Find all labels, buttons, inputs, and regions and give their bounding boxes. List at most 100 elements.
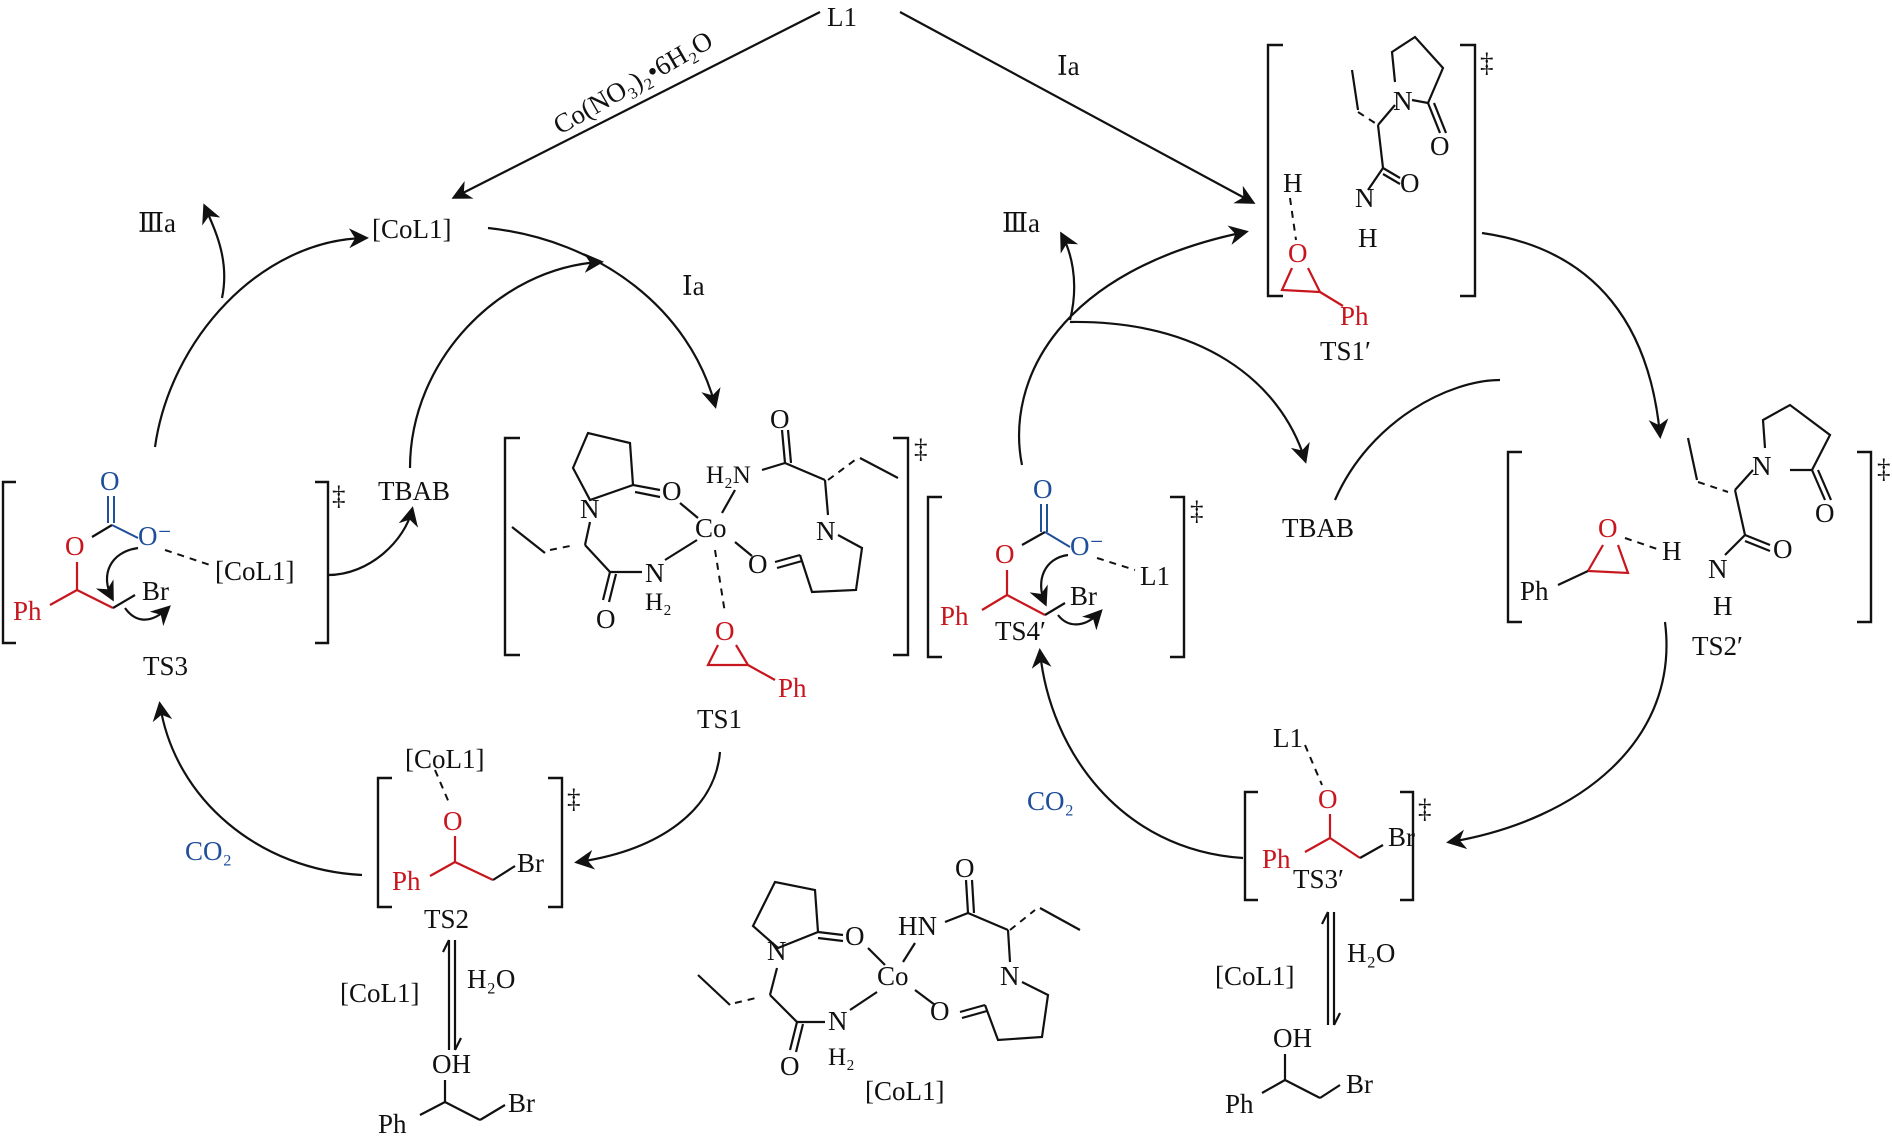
svg-text:O: O: [1430, 131, 1450, 161]
svg-text:L1: L1: [1140, 561, 1170, 591]
substrate-Ia-left: Ⅰa: [682, 271, 705, 301]
svg-text:‡: ‡: [1877, 454, 1891, 484]
svg-text:O: O: [1773, 534, 1793, 564]
svg-text:H₂: H₂: [645, 589, 672, 616]
bromohydrin-left: OH Ph Br: [378, 1049, 535, 1138]
complex-cobalt: Co: [877, 961, 909, 991]
svg-text:Ph: Ph: [1340, 301, 1369, 331]
svg-text:O: O: [100, 466, 120, 496]
svg-text:O: O: [443, 806, 463, 836]
side-reagent-CoL1-left: [CoL1]: [340, 978, 419, 1008]
svg-text:O: O: [65, 531, 85, 561]
svg-text:[CoL1]: [CoL1]: [405, 744, 484, 774]
svg-text:Ph: Ph: [13, 596, 42, 626]
svg-text:H₂N: H₂N: [706, 462, 751, 489]
svg-text:O⁻: O⁻: [138, 521, 172, 551]
svg-text:N: N: [580, 494, 600, 524]
svg-text:H: H: [1662, 536, 1682, 566]
arrow-L1-to-TS1p: [899, 11, 1256, 204]
ts2-label: TS2: [424, 904, 469, 934]
ts3-label: TS3: [143, 651, 188, 681]
svg-text:H: H: [1358, 223, 1378, 253]
arrow-TBAB-right-return: [1333, 378, 1501, 501]
svg-text:O: O: [1598, 513, 1618, 543]
arrow-TS2-to-TS3: [152, 701, 363, 877]
ts3p-structure: L1 ‡ O Ph Br TS3′: [1243, 723, 1432, 902]
svg-text:H: H: [1283, 168, 1303, 198]
svg-text:HN: HN: [898, 911, 937, 941]
arrow-TS1-to-TS2: [574, 751, 722, 870]
svg-text:Ph: Ph: [1520, 576, 1549, 606]
svg-text:N: N: [1355, 183, 1375, 213]
side-reagent-CoL1-right: [CoL1]: [1215, 961, 1294, 991]
svg-text:N: N: [816, 516, 836, 546]
arrow-L1-to-CoL1: [451, 11, 821, 199]
complex-label: [CoL1]: [865, 1076, 944, 1106]
arrow-TBAB-to-CoL1: [408, 253, 604, 469]
ts1-epoxide-Ph: Ph: [778, 673, 807, 703]
svg-text:‡: ‡: [1480, 48, 1494, 78]
svg-text:‡: ‡: [567, 784, 581, 814]
arrow-TS1p-to-TS2p: [1481, 231, 1669, 439]
svg-text:H₂: H₂: [828, 1044, 855, 1071]
svg-text:N: N: [767, 936, 787, 966]
ts2p-structure: ‡ N O O N H H O Ph TS2′: [1506, 403, 1891, 661]
svg-text:O: O: [662, 476, 682, 506]
arrow-TS3p-to-TS4p: [1031, 648, 1244, 860]
svg-text:Br: Br: [1346, 1069, 1373, 1099]
svg-text:O: O: [748, 549, 768, 579]
svg-text:H: H: [1713, 591, 1733, 621]
svg-text:‡: ‡: [1190, 496, 1204, 526]
svg-text:N: N: [645, 558, 665, 588]
svg-text:Br: Br: [1070, 581, 1097, 611]
svg-text:O: O: [1815, 498, 1835, 528]
co2-left: CO₂: [185, 836, 232, 866]
product-IIIa-right: Ⅲa: [1002, 208, 1040, 238]
arrow-TS2p-to-TS3p: [1446, 621, 1668, 850]
svg-text:O: O: [995, 539, 1015, 569]
ts2-structure: [CoL1] ‡ O Ph Br TS2: [376, 744, 581, 934]
ts1-cobalt: Co: [695, 513, 727, 543]
ts2p-label: TS2′: [1692, 631, 1743, 661]
svg-text:O: O: [1318, 784, 1338, 814]
svg-text:Ph: Ph: [1225, 1089, 1254, 1119]
ts1p-epoxide-O: O: [1288, 238, 1308, 268]
arrow-to-IIIa-right: [1060, 231, 1079, 321]
svg-text:Ph: Ph: [378, 1109, 407, 1138]
svg-text:N: N: [828, 1006, 848, 1036]
ts4p-structure: ‡ O O⁻ O Ph Br L1 TS4′: [926, 474, 1204, 659]
dagger: ‡: [914, 434, 928, 464]
ts1p-label: TS1′: [1320, 336, 1371, 366]
svg-text:Br: Br: [1388, 822, 1415, 852]
svg-text:Ph: Ph: [1262, 844, 1291, 874]
svg-text:Ph: Ph: [940, 601, 969, 631]
svg-text:O⁻: O⁻: [1070, 531, 1104, 561]
ts1-structure: ‡ N O Co O N H₂ H₂N O N O O: [503, 404, 928, 734]
arrow-TS4p-to-TS1p: [1018, 225, 1249, 466]
cobalt-nitrate-reagent: Co(NO₃)₂•6H₂O: [548, 25, 718, 140]
bromohydrin-right: OH Ph Br: [1225, 1023, 1373, 1119]
svg-text:OH: OH: [432, 1049, 471, 1079]
svg-text:O: O: [770, 404, 790, 434]
svg-text:Br: Br: [142, 576, 169, 606]
ts1-label: TS1: [697, 704, 742, 734]
svg-text:O: O: [930, 996, 950, 1026]
svg-text:O: O: [780, 1051, 800, 1081]
svg-text:Br: Br: [508, 1088, 535, 1118]
svg-text:Br: Br: [517, 848, 544, 878]
svg-text:O: O: [845, 921, 865, 951]
cocatalyst-TBAB-right: TBAB: [1282, 513, 1354, 543]
svg-text:‡: ‡: [1418, 794, 1432, 824]
svg-text:‡: ‡: [332, 481, 346, 511]
svg-text:OH: OH: [1273, 1023, 1312, 1053]
side-reagent-H2O-left: H₂O: [467, 964, 515, 994]
svg-text:O: O: [1033, 474, 1053, 504]
ts3-structure: ‡ O O⁻ O Ph Br [CoL1] TS3: [1, 466, 346, 681]
arrow-to-TBAB-right: [1069, 320, 1310, 464]
svg-text:L1: L1: [1273, 723, 1303, 753]
cobalt-complex-structure: N O Co O N H₂ HN O N O [CoL1]: [697, 853, 1081, 1106]
svg-text:Ph: Ph: [392, 866, 421, 896]
svg-text:O: O: [596, 604, 616, 634]
svg-text:N: N: [1708, 554, 1728, 584]
